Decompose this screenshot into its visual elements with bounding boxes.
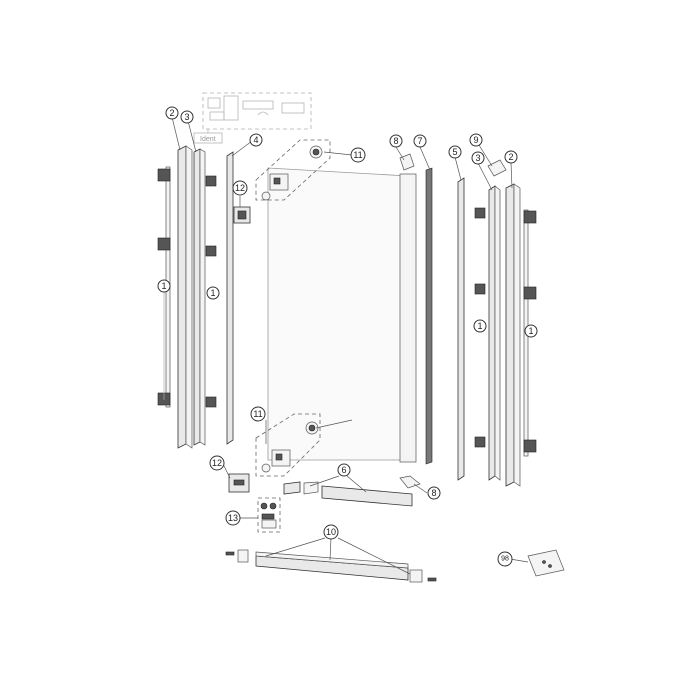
right-wall-profile-2	[505, 183, 521, 487]
bottom-seal-profile-6	[283, 481, 413, 507]
leader-lines	[163, 116, 531, 575]
callout-11-top: 11	[350, 147, 366, 163]
callout-1-left-outer: 1	[157, 279, 171, 293]
svg-text:2: 2	[508, 152, 513, 162]
svg-text:12: 12	[212, 458, 222, 468]
callout-2-left: 2	[165, 106, 179, 120]
ident-label: Ident	[200, 136, 216, 143]
callout-1-right-outer: 1	[524, 324, 538, 338]
callout-12-bottom: 12	[209, 455, 225, 471]
svg-text:4: 4	[253, 135, 258, 145]
svg-text:11: 11	[353, 150, 362, 160]
right-clip-8-top	[399, 153, 415, 171]
door-profile-4	[226, 151, 234, 445]
callout-8-top: 8	[389, 134, 403, 148]
callout-3-right: 3	[471, 151, 485, 165]
right-door-seal-7	[425, 167, 433, 465]
svg-text:3: 3	[184, 112, 189, 122]
right-wall-profile-3	[474, 159, 507, 481]
svg-text:1: 1	[161, 281, 166, 291]
svg-text:98: 98	[501, 556, 509, 563]
callout-1-left-inner: 1	[206, 286, 220, 300]
svg-text:3: 3	[475, 153, 480, 163]
callout-12-top: 12	[232, 180, 248, 196]
callout-13: 13	[225, 510, 241, 526]
callout-4: 4	[249, 133, 263, 147]
callout-6: 6	[337, 463, 351, 477]
svg-text:13: 13	[228, 513, 238, 523]
callout-10: 10	[323, 524, 339, 540]
accessory-bag-98	[527, 549, 565, 577]
callout-2-right: 2	[504, 150, 518, 164]
left-wall-profile-3	[193, 148, 217, 446]
svg-text:2: 2	[169, 108, 174, 118]
svg-text:8: 8	[431, 488, 436, 498]
callout-11-bottom: 11	[250, 406, 266, 422]
callout-9: 9	[469, 133, 483, 147]
threshold-profile-10	[225, 549, 437, 583]
accessory-set-ghost: Ident	[193, 92, 312, 144]
callout-3-left: 3	[180, 110, 194, 124]
svg-text:12: 12	[235, 183, 245, 193]
svg-text:11: 11	[253, 409, 262, 419]
svg-text:1: 1	[528, 326, 533, 336]
svg-text:9: 9	[473, 135, 478, 145]
svg-text:1: 1	[210, 288, 215, 298]
svg-text:8: 8	[393, 136, 398, 146]
right-door-profile-5	[457, 177, 465, 481]
hinge-assembly-top	[233, 139, 331, 224]
svg-text:6: 6	[341, 465, 346, 475]
callout-1-right-inner: 1	[473, 319, 487, 333]
callout-98: 98	[497, 551, 513, 567]
svg-text:7: 7	[417, 136, 422, 146]
svg-text:10: 10	[326, 527, 336, 537]
hinge-assembly-bottom	[228, 413, 321, 493]
callout-7: 7	[413, 134, 427, 148]
glass-door-panel	[267, 167, 417, 463]
left-wall-profile-2	[177, 145, 193, 449]
callout-5: 5	[448, 145, 462, 159]
svg-text:1: 1	[477, 321, 482, 331]
fitting-set-13	[257, 497, 281, 533]
callout-8-bottom: 8	[427, 486, 441, 500]
svg-text:5: 5	[452, 147, 457, 157]
